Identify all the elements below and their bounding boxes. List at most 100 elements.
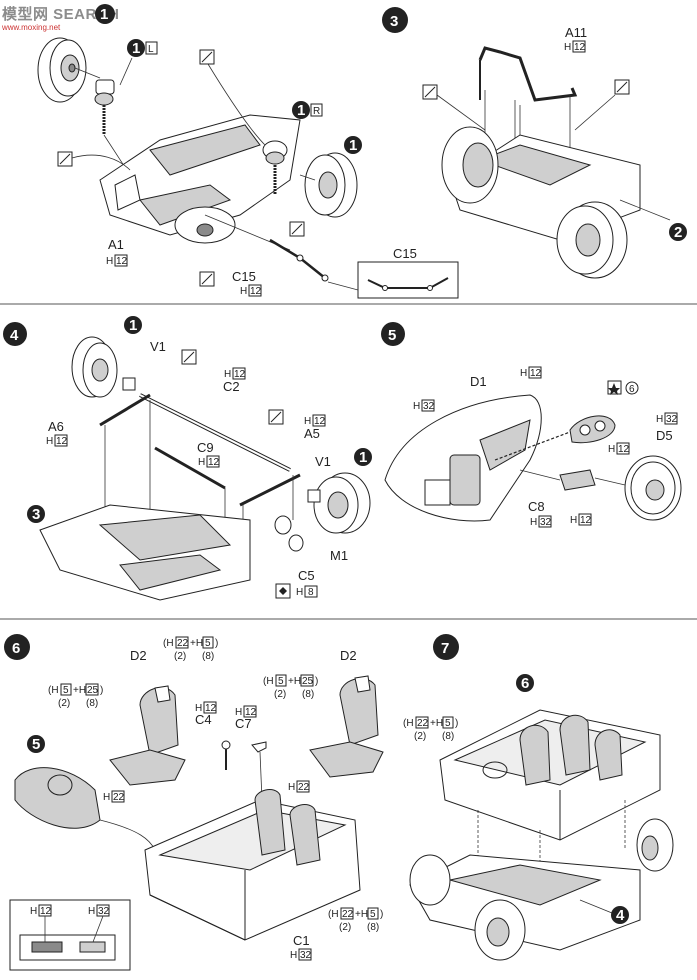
svg-text:22: 22 <box>177 638 189 649</box>
svg-text:): ) <box>215 638 218 649</box>
svg-text:H: H <box>195 703 202 714</box>
svg-text:(8): (8) <box>302 689 314 700</box>
formula-h22-h5-top: (H 22 +H 5 ) (2) (8) <box>163 636 218 662</box>
svg-text:(2): (2) <box>58 698 70 709</box>
svg-text:12: 12 <box>205 703 217 714</box>
svg-text:H: H <box>198 457 205 468</box>
svg-text:32: 32 <box>98 906 110 917</box>
svg-text:H: H <box>530 517 537 528</box>
svg-text:(H: (H <box>48 685 59 696</box>
watermark-logo: 模型网 SEARCH <box>2 6 120 23</box>
svg-text:(2): (2) <box>274 689 286 700</box>
label-m1: M1 <box>330 548 348 563</box>
svg-text:(H: (H <box>403 718 414 729</box>
svg-text:12: 12 <box>580 515 592 526</box>
svg-text:12: 12 <box>116 256 128 267</box>
step-5-number: 5 <box>388 327 396 344</box>
label-d5: D5 <box>656 428 673 443</box>
svg-text:32: 32 <box>300 950 312 961</box>
step-4-number: 4 <box>10 327 19 344</box>
svg-text:25: 25 <box>87 685 99 696</box>
step-6-number: 6 <box>12 640 20 657</box>
svg-text:12: 12 <box>574 42 586 53</box>
svg-text:(2): (2) <box>174 651 186 662</box>
c15-inset <box>357 261 459 299</box>
svg-text:12: 12 <box>234 369 246 380</box>
step-1-assembly: 1 1 L 1 R 1 <box>37 4 459 299</box>
svg-text:+H: +H <box>430 718 443 729</box>
svg-text:1: 1 <box>359 449 367 466</box>
label-a6: A6 <box>48 419 64 434</box>
label-c1: C1 <box>293 933 310 948</box>
svg-text:(8): (8) <box>202 651 214 662</box>
svg-text:12: 12 <box>208 457 220 468</box>
formula-h22-h5-bottom: (H 22 +H 5 ) (2) (8) <box>328 907 383 933</box>
svg-text:5: 5 <box>370 909 376 920</box>
svg-text:H: H <box>240 286 247 297</box>
svg-text:12: 12 <box>250 286 262 297</box>
svg-text:5: 5 <box>445 718 451 729</box>
label-c4: C4 <box>195 712 212 727</box>
svg-text:(H: (H <box>328 909 339 920</box>
svg-text:22: 22 <box>298 782 310 793</box>
svg-text:H: H <box>570 515 577 526</box>
label-d1: D1 <box>470 374 487 389</box>
svg-text:12: 12 <box>618 444 630 455</box>
svg-text:(2): (2) <box>339 922 351 933</box>
svg-text:1: 1 <box>129 317 137 334</box>
svg-text:H: H <box>296 587 303 598</box>
svg-text:): ) <box>315 676 318 687</box>
svg-text:H: H <box>106 256 113 267</box>
formula-h5-h25-right: (H 5 +H 25 ) (2) (8) <box>263 674 318 700</box>
svg-text:22: 22 <box>342 909 354 920</box>
svg-text:1: 1 <box>297 102 305 119</box>
svg-text:+H: +H <box>288 676 301 687</box>
tag-left: L <box>148 44 154 55</box>
svg-text:H: H <box>413 401 420 412</box>
svg-text:22: 22 <box>417 718 429 729</box>
svg-text:H: H <box>224 369 231 380</box>
svg-text:+H: +H <box>355 909 368 920</box>
svg-text:H: H <box>656 414 663 425</box>
svg-text:32: 32 <box>666 414 678 425</box>
svg-text:32: 32 <box>423 401 435 412</box>
label-c7: C7 <box>235 716 252 731</box>
svg-text:): ) <box>455 718 458 729</box>
svg-text:6: 6 <box>521 675 529 692</box>
svg-text:H: H <box>288 782 295 793</box>
formula-h22-h5-right: (H 22 +H 5 ) (2) (8) <box>403 716 458 742</box>
svg-text:12: 12 <box>314 416 326 427</box>
svg-text:H: H <box>30 906 37 917</box>
label-d2-left: D2 <box>130 648 147 663</box>
svg-text:H: H <box>88 906 95 917</box>
svg-text:12: 12 <box>40 906 52 917</box>
svg-text:3: 3 <box>32 506 40 523</box>
svg-text:5: 5 <box>278 676 284 687</box>
svg-text:(H: (H <box>163 638 174 649</box>
svg-text:H: H <box>46 436 53 447</box>
svg-text:): ) <box>380 909 383 920</box>
svg-text:H: H <box>304 416 311 427</box>
svg-text:H: H <box>290 950 297 961</box>
step-3-assembly: 3 A11 H 12 2 <box>382 7 687 279</box>
label-a11: A11 <box>565 25 587 40</box>
svg-text:12: 12 <box>245 707 257 718</box>
label-a1: A1 <box>108 237 124 252</box>
svg-text:4: 4 <box>616 907 625 924</box>
tag-right: R <box>313 106 320 117</box>
svg-text:22: 22 <box>113 792 125 803</box>
watermark-url: www.moxing.net <box>2 23 61 32</box>
svg-text:32: 32 <box>540 517 552 528</box>
label-c8: C8 <box>528 499 545 514</box>
step-7-number: 7 <box>441 640 449 657</box>
label-c5: C5 <box>298 568 315 583</box>
step-1-number: 1 <box>100 6 108 23</box>
svg-text:5: 5 <box>63 685 69 696</box>
svg-text:5: 5 <box>32 736 40 753</box>
formula-h5-h25-left: (H 5 +H 25 ) (2) (8) <box>48 683 103 709</box>
label-v1-left: V1 <box>150 339 166 354</box>
svg-text:(8): (8) <box>367 922 379 933</box>
svg-text:(2): (2) <box>414 731 426 742</box>
svg-text:+H: +H <box>190 638 203 649</box>
